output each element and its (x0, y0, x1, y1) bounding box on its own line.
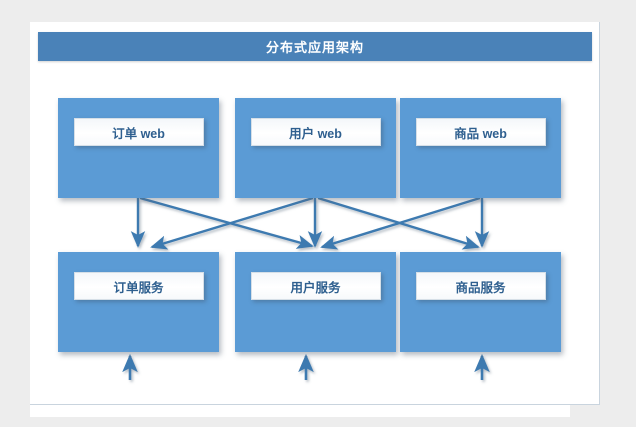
connector-product-web-to-user-service (320, 196, 481, 250)
node-product-service[interactable]: 商品服务 (400, 252, 561, 352)
node-order-service-label: 订单服务 (73, 272, 204, 300)
card-bottom-strip (30, 405, 570, 417)
node-order-web[interactable]: 订单 web (58, 98, 219, 198)
connector-user-web-to-order-service (150, 196, 314, 250)
connector-layer (122, 196, 490, 382)
node-product-web[interactable]: 商品 web (400, 98, 561, 198)
node-order-service[interactable]: 订单服务 (58, 252, 219, 352)
node-user-service-label: 用户服务 (250, 272, 381, 300)
node-order-web-label: 订单 web (73, 118, 204, 146)
node-product-web-label: 商品 web (415, 118, 546, 146)
node-user-service[interactable]: 用户服务 (235, 252, 396, 352)
architecture-diagram: 订单 web 用户 web 商品 web 订单服务 用户服务 商品服务 (30, 22, 600, 405)
page-title: 分布式应用架构 (38, 32, 592, 61)
node-user-web[interactable]: 用户 web (235, 98, 396, 198)
node-user-web-label: 用户 web (250, 118, 381, 146)
node-product-service-label: 商品服务 (415, 272, 546, 300)
diagram-card: 分布式应用架构 (30, 22, 600, 405)
connector-order-web-to-user-service (139, 196, 314, 249)
